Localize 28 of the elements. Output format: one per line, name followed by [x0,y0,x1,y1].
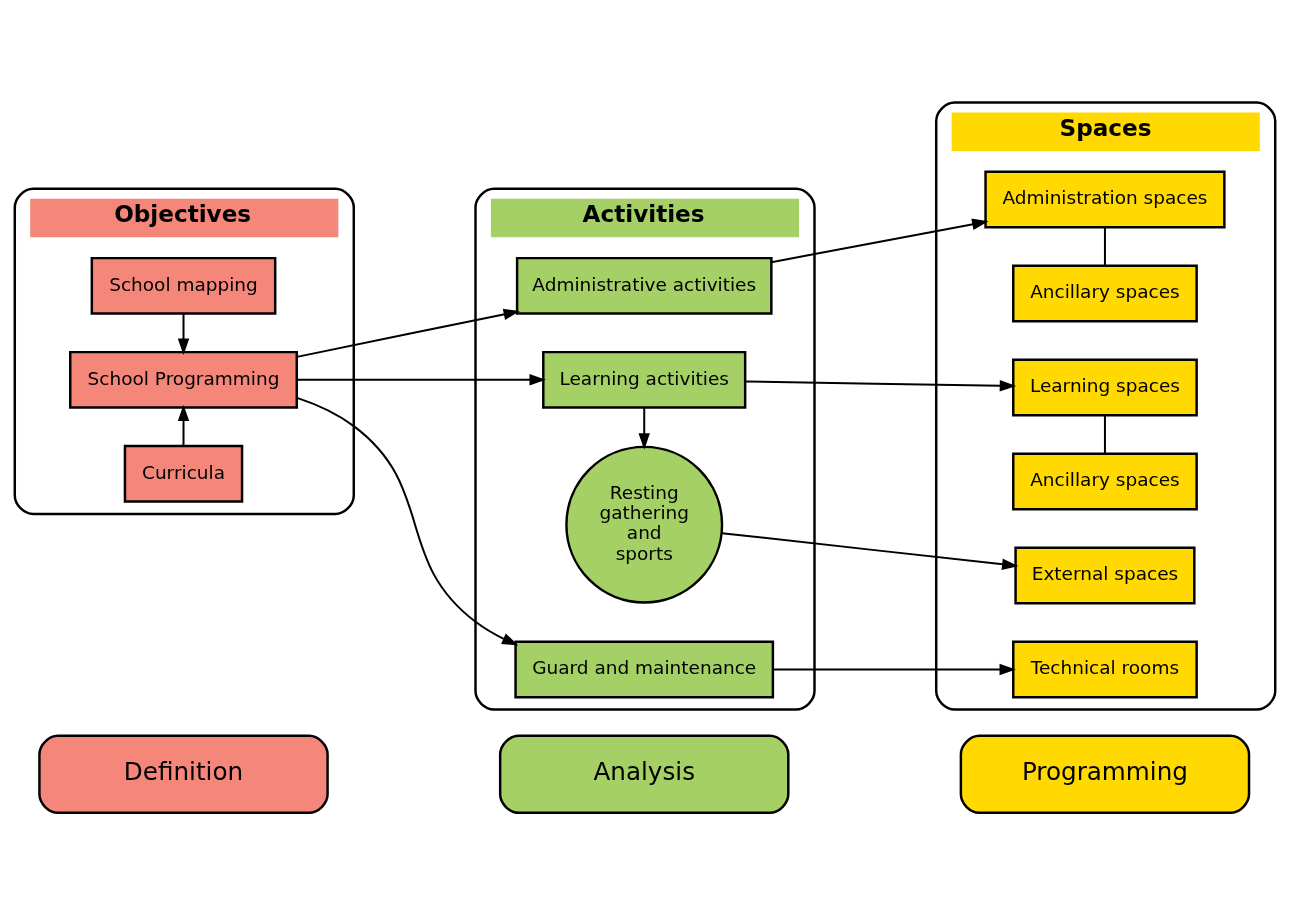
node-box: Guard and maintenance [514,640,775,699]
arrow [744,380,1017,392]
node-box: Learning spaces [1012,358,1198,417]
node-box: Definition [38,734,329,815]
connector [1103,414,1106,455]
arrow [177,312,190,355]
arrow [638,407,650,450]
node-box: Technical rooms [1012,640,1198,699]
node-box: School Programming [69,350,298,409]
node-box: Administration spaces [984,170,1226,229]
arrow [772,663,1016,676]
node-box: Administrative activities [515,256,773,315]
node-circle: Resting gathering and sports [565,445,724,604]
node-box: Ancillary spaces [1012,264,1198,323]
arrow [296,396,519,646]
arrow [177,404,190,447]
node-box: Ancillary spaces [1012,452,1198,511]
node-box: External spaces [1014,546,1196,605]
arrow [770,218,989,264]
arrow [296,308,520,358]
node-box: Curricula [123,444,244,503]
node-box: Programming [959,734,1251,815]
connector [1103,226,1106,267]
arrow [720,532,1019,570]
node-box: School mapping [90,256,277,315]
arrow [296,374,546,386]
node-box: Analysis [498,734,790,815]
node-box: Learning activities [542,350,747,409]
